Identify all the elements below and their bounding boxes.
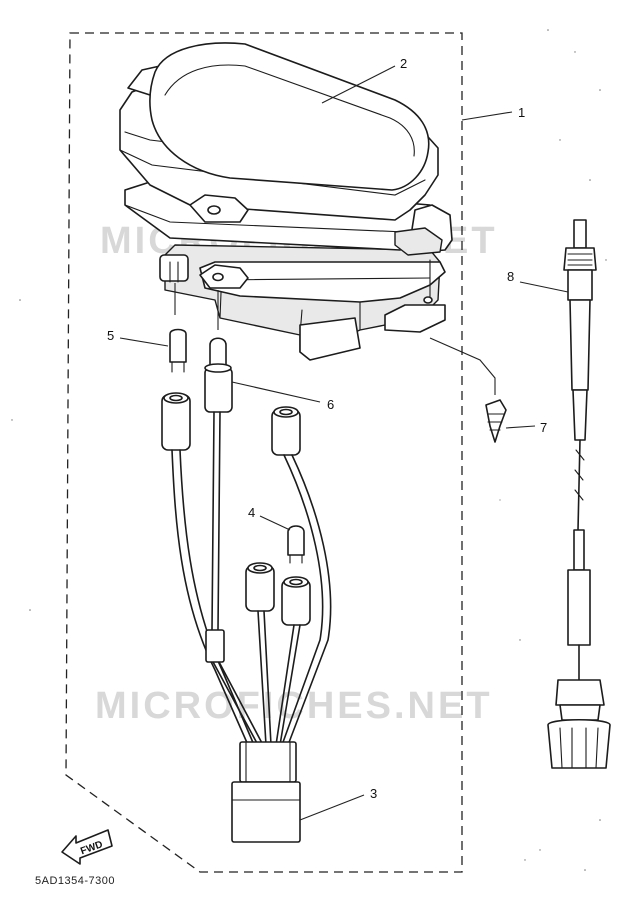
leader-2	[321, 65, 396, 104]
callout-6: 6	[327, 397, 334, 412]
leader-3	[299, 794, 365, 821]
socket-right	[271, 406, 301, 456]
meter-assembly	[119, 42, 453, 361]
callout-3: 3	[370, 786, 377, 801]
meter-cable-8	[547, 219, 611, 769]
watermark-bottom: MICROFICHES.NET	[95, 685, 493, 727]
socket-left	[161, 392, 191, 451]
diagram-code: 5AD1354-7300	[35, 875, 115, 887]
coupler-3	[231, 741, 301, 843]
meter-lens-cover	[149, 42, 430, 191]
callout-7: 7	[540, 420, 547, 435]
wire-harness	[171, 411, 332, 746]
callout-4: 4	[248, 505, 255, 520]
socket-6	[204, 290, 233, 413]
bulb-5	[169, 283, 187, 373]
leader-6	[231, 381, 321, 403]
socket-lower-a	[245, 562, 275, 612]
fwd-arrow-icon: FWD	[61, 829, 113, 865]
leader-1	[461, 111, 513, 121]
leader-7	[505, 425, 536, 429]
bulb-4	[287, 525, 305, 564]
leader-5	[119, 337, 169, 347]
callout-2: 2	[400, 56, 407, 71]
screw-7	[429, 337, 507, 443]
leader-8	[519, 281, 569, 293]
leader-4	[259, 515, 291, 531]
scan-noise	[11, 29, 607, 871]
socket-lower-b	[281, 576, 311, 626]
callout-1: 1	[518, 105, 525, 120]
callout-8: 8	[507, 269, 514, 284]
callout-5: 5	[107, 328, 114, 343]
